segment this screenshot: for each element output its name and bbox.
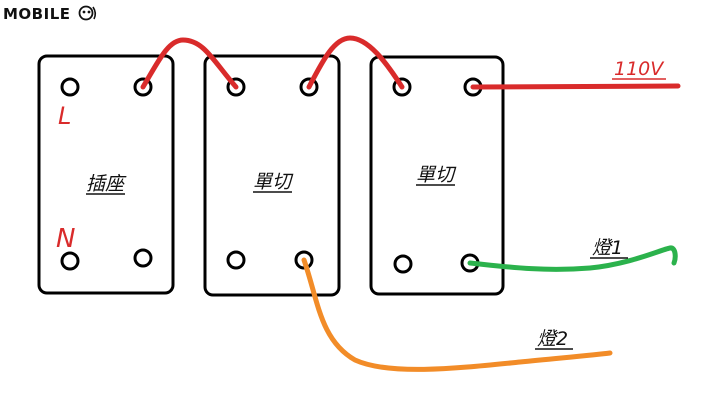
jumper-switch1-to-switch2 [306, 35, 405, 90]
terminal-n-label: N [56, 224, 75, 254]
switch1-label: 單切 [253, 171, 294, 193]
switch1-body [203, 54, 341, 297]
outlet-terminal-n-bottom [60, 251, 80, 271]
jumper-outlet-to-switch1 [140, 37, 239, 90]
watermark: MOBILE [3, 5, 97, 23]
hot-wires [140, 35, 681, 90]
supply-voltage-label: 110V [614, 58, 665, 80]
lamp2-wire [301, 257, 613, 372]
switch2-terminal-bottom-left [393, 254, 413, 274]
lamp1-wire [467, 245, 678, 272]
outlet-label: 插座 [86, 173, 127, 195]
outlet-terminal-bottom-right [133, 248, 153, 268]
annotations: 110V 燈1 燈2 [535, 58, 666, 350]
switch2-block: 單切 [369, 55, 505, 296]
switch1-terminal-bottom-left [226, 250, 246, 270]
switch1-block: 單切 [203, 54, 341, 297]
lamp1-label: 燈1 [592, 237, 623, 259]
logo-icon [78, 5, 97, 21]
terminal-l-label: L [58, 102, 71, 130]
lamp2-label: 燈2 [537, 328, 568, 350]
outlet-terminal-l-top [60, 77, 80, 97]
switch2-body [369, 55, 505, 296]
watermark-text: MOBILE [3, 5, 71, 23]
outlet-block: L N 插座 [37, 54, 175, 295]
supply-wire [470, 83, 681, 90]
switch2-label: 單切 [416, 164, 457, 186]
outlet-body [37, 54, 175, 295]
